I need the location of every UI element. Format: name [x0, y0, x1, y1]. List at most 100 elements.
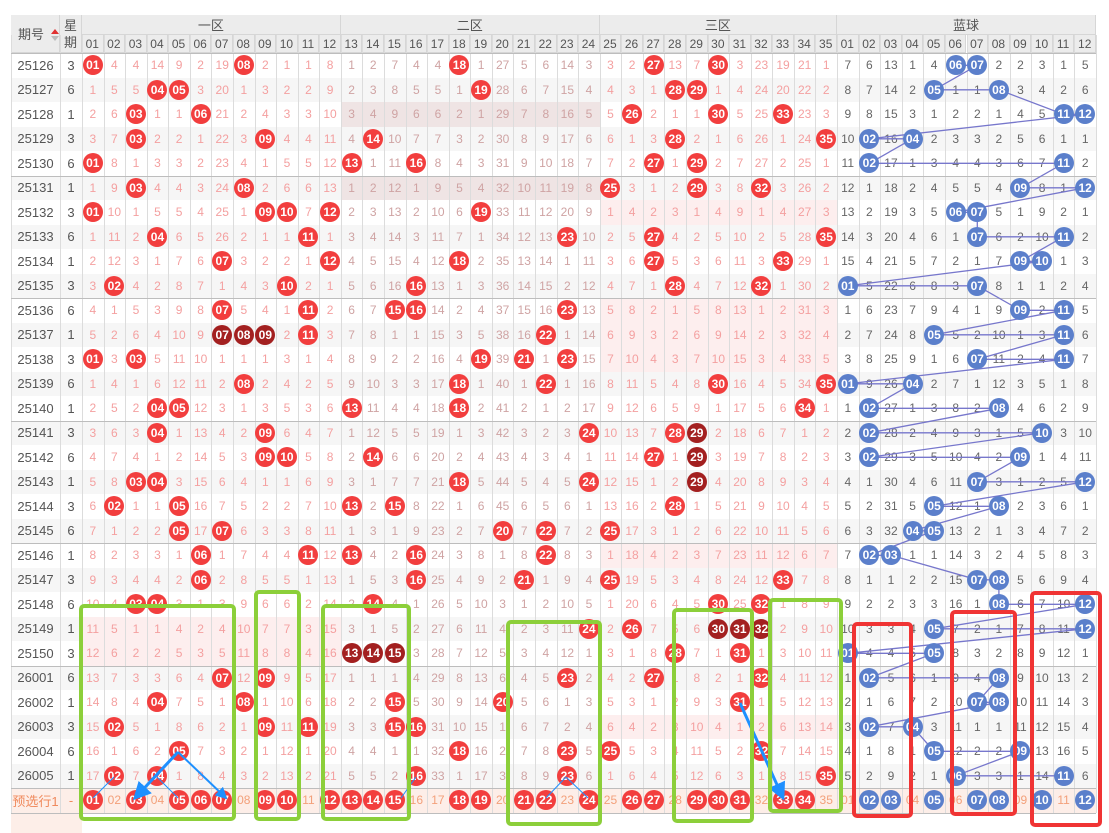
- selected-red-ball[interactable]: 14: [363, 790, 384, 811]
- preselect-red-cell[interactable]: 17: [427, 788, 449, 813]
- red-cell: 13: [341, 151, 363, 176]
- selected-red-ball[interactable]: 12: [320, 790, 341, 811]
- preselect-red-cell[interactable]: 18: [449, 788, 471, 813]
- miss-count: 4: [564, 450, 571, 465]
- miss-count: 1: [542, 401, 550, 416]
- unselected-blue-number[interactable]: 01: [841, 793, 855, 808]
- selected-blue-ball[interactable]: 02: [859, 790, 880, 811]
- preselect-red-cell[interactable]: 08: [233, 788, 255, 813]
- preselect-red-cell[interactable]: 21: [513, 788, 535, 813]
- preselect-red-cell[interactable]: 34: [794, 788, 816, 813]
- miss-count: 8: [542, 744, 550, 759]
- miss-count: 4: [1017, 548, 1024, 563]
- preselect-blue-cell[interactable]: 11: [1053, 788, 1075, 813]
- red-cell: 05: [168, 78, 190, 103]
- preselect-red-cell[interactable]: 25: [600, 788, 622, 813]
- preselect-red-cell[interactable]: 12: [319, 788, 341, 813]
- red-cell: 05: [168, 519, 190, 544]
- sort-descending-icon[interactable]: [51, 36, 59, 41]
- miss-count: 10: [107, 205, 122, 220]
- red-cell: 1: [557, 690, 579, 715]
- preselect-red-cell[interactable]: 19: [470, 788, 492, 813]
- preselect-red-cell[interactable]: 13: [341, 788, 363, 813]
- unselected-red-number[interactable]: 11: [302, 793, 315, 808]
- preselect-red-cell[interactable]: 30: [708, 788, 730, 813]
- red-cell: 26: [751, 127, 773, 152]
- preselect-red-cell[interactable]: 09: [255, 788, 277, 813]
- selected-blue-ball[interactable]: 03: [880, 790, 901, 811]
- preselect-red-cell[interactable]: 27: [643, 788, 665, 813]
- red-ball: 22: [535, 520, 556, 541]
- unselected-red-number[interactable]: 35: [819, 793, 833, 808]
- red-cell: 11: [319, 127, 341, 152]
- preselect-blue-cell[interactable]: 03: [880, 788, 902, 813]
- blue-cell: 3: [902, 102, 924, 127]
- selected-red-ball[interactable]: 10: [276, 790, 297, 811]
- selected-blue-ball[interactable]: 08: [988, 790, 1009, 811]
- selected-red-ball[interactable]: 26: [622, 790, 643, 811]
- unselected-red-number[interactable]: 08: [237, 793, 251, 808]
- preselect-blue-cell[interactable]: 12: [1074, 788, 1096, 813]
- selected-blue-ball[interactable]: 12: [1075, 790, 1096, 811]
- miss-count: 21: [431, 474, 445, 489]
- preselect-red-cell[interactable]: 10: [276, 788, 298, 813]
- unselected-blue-number[interactable]: 09: [1013, 793, 1028, 808]
- selected-red-ball[interactable]: 30: [708, 790, 729, 811]
- miss-count: 9: [585, 205, 593, 220]
- preselect-red-cell[interactable]: 35: [815, 788, 837, 813]
- unselected-red-number[interactable]: 17: [431, 793, 445, 808]
- column-divider: [837, 35, 838, 813]
- preselect-blue-cell[interactable]: 07: [967, 788, 989, 813]
- red-cell: 3: [190, 78, 212, 103]
- selected-red-ball[interactable]: 13: [341, 790, 362, 811]
- preselect-blue-cell[interactable]: 05: [923, 788, 945, 813]
- selected-red-ball[interactable]: 34: [794, 790, 815, 811]
- selected-red-ball[interactable]: 27: [643, 790, 664, 811]
- preselect-blue-cell[interactable]: 02: [859, 788, 881, 813]
- selected-red-ball[interactable]: 19: [471, 790, 492, 811]
- unselected-blue-number[interactable]: 11: [1057, 793, 1070, 808]
- preselect-red-cell[interactable]: 20: [492, 788, 514, 813]
- blue-cell: 1: [988, 519, 1010, 544]
- unselected-red-number[interactable]: 32: [754, 793, 769, 808]
- miss-count: 2: [456, 107, 463, 122]
- red-cell: 14: [362, 641, 384, 666]
- red-cell: 1: [664, 445, 686, 470]
- miss-count: 9: [542, 768, 550, 783]
- issue-column-header[interactable]: 期号: [11, 15, 60, 53]
- miss-count: 14: [517, 278, 531, 293]
- unselected-red-number[interactable]: 25: [603, 793, 618, 808]
- selected-red-ball[interactable]: 15: [384, 790, 405, 811]
- selected-blue-ball[interactable]: 05: [924, 790, 945, 811]
- preselect-red-cell[interactable]: 15: [384, 788, 406, 813]
- red-cell: 2: [362, 53, 384, 78]
- red-selection-box-1: [852, 622, 913, 818]
- sort-ascending-icon[interactable]: [51, 29, 59, 34]
- miss-count: 13: [539, 229, 553, 244]
- preselect-red-cell[interactable]: 29: [686, 788, 708, 813]
- red-ball: 32: [751, 594, 772, 615]
- preselect-red-cell[interactable]: 11: [298, 788, 320, 813]
- selected-red-ball[interactable]: 09: [255, 790, 276, 811]
- preselect-blue-cell[interactable]: 08: [988, 788, 1010, 813]
- selected-red-ball[interactable]: 21: [514, 790, 535, 811]
- unselected-red-number[interactable]: 20: [495, 793, 510, 808]
- red-cell: 9: [470, 568, 492, 593]
- selected-blue-ball[interactable]: 07: [967, 790, 988, 811]
- red-cell: 4: [664, 372, 686, 397]
- preselect-blue-cell[interactable]: 09: [1010, 788, 1032, 813]
- unselected-red-number[interactable]: 16: [409, 793, 424, 808]
- preselect-blue-cell[interactable]: 01: [837, 788, 859, 813]
- miss-count: 3: [111, 572, 118, 587]
- preselect-red-cell[interactable]: 14: [362, 788, 384, 813]
- selected-blue-ball[interactable]: 10: [1032, 790, 1053, 811]
- red-cell: 9: [406, 519, 428, 544]
- selected-red-ball[interactable]: 29: [686, 790, 707, 811]
- blue-cell: 3: [967, 421, 989, 446]
- preselect-blue-cell[interactable]: 10: [1031, 788, 1053, 813]
- miss-count: 11: [625, 376, 639, 391]
- red-cell: 1: [255, 347, 277, 372]
- selected-red-ball[interactable]: 18: [449, 790, 470, 811]
- red-cell: 16: [319, 641, 341, 666]
- preselect-red-cell[interactable]: 26: [621, 788, 643, 813]
